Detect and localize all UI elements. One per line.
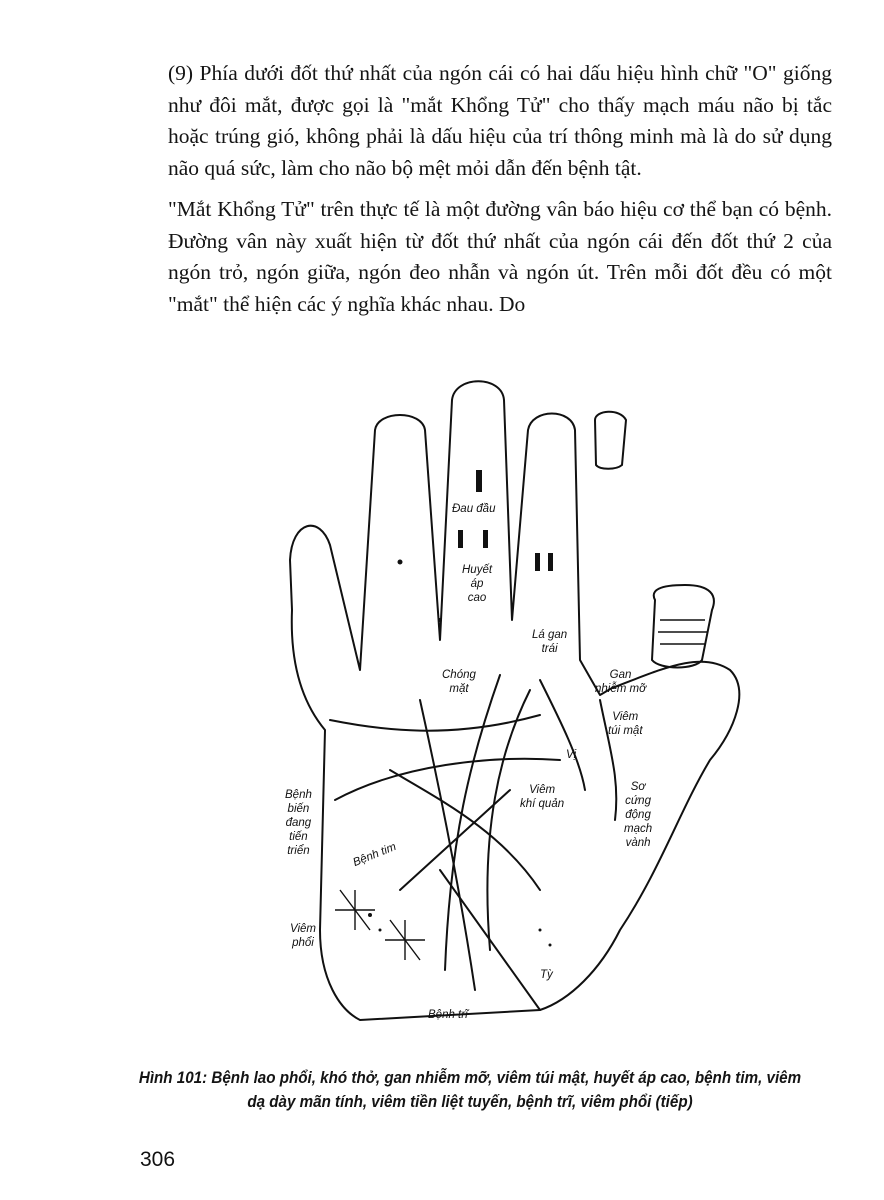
- label-viem-phoi: Viêm phổi: [290, 923, 316, 949]
- palm-outline: [289, 380, 741, 1021]
- thumb-nail: [651, 584, 715, 669]
- label-benh-tri: Bệnh trĩ: [428, 1009, 468, 1021]
- paragraph-1: (9) Phía dưới đốt thứ nhất của ngón cái …: [168, 61, 832, 180]
- palm-figure: Đau đầu Huyết áp cao Lá gan trái Chóng m…: [240, 370, 760, 1050]
- label-vi: Vị: [566, 749, 577, 761]
- label-gan-nhiem-mo: Gan nhiễm mỡ: [595, 669, 647, 695]
- palm-illustration: [289, 380, 741, 1021]
- pinky-nail: [594, 410, 627, 470]
- label-viem-khi-quan: Viêm khí quản: [520, 784, 565, 810]
- figure-caption: Hình 101: Bệnh lao phổi, khó thở, gan nh…: [138, 1069, 802, 1111]
- label-benh-bien-dang-tien-trien: Bệnh biến đang tiến triển: [285, 789, 312, 857]
- label-huyet-ap-cao: Huyết áp cao: [462, 564, 493, 604]
- label-so-cung-dong-mach-vanh: Sơ cứng động mạch vành: [624, 781, 653, 849]
- page-number: 306: [140, 1148, 176, 1171]
- label-viem-tui-mat: Viêm túi mật: [608, 711, 643, 737]
- body-text: (9) Phía dưới đốt thứ nhất của ngón cái …: [168, 58, 832, 320]
- label-la-gan-trai: Lá gan trái: [532, 629, 568, 655]
- label-dau-dau: Đau đầu: [452, 503, 496, 515]
- paragraph-2: "Mắt Khổng Tử" trên thực tế là một đường…: [168, 197, 832, 316]
- label-chong-mat: Chóng mặt: [442, 669, 476, 695]
- label-ty: Tỳ: [540, 969, 553, 981]
